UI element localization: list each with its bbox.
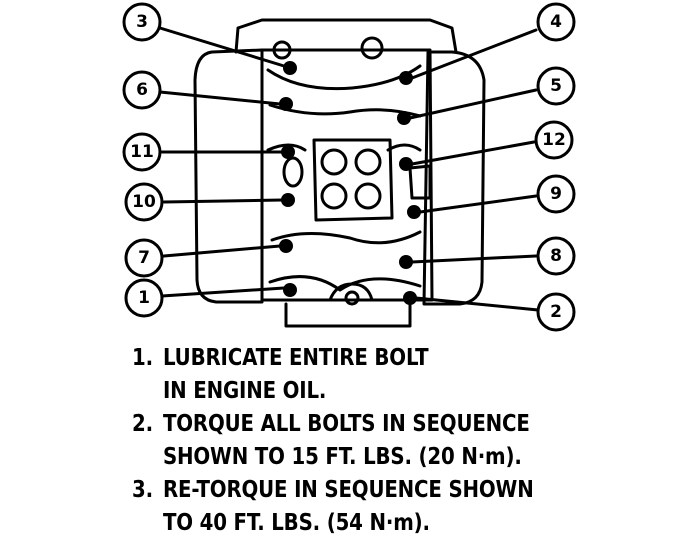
engine-block xyxy=(234,18,458,328)
left-port xyxy=(282,156,304,188)
leader-8 xyxy=(410,254,538,264)
leader-12 xyxy=(410,140,536,166)
leader-4 xyxy=(410,28,538,80)
step-text-line: TORQUE ALL BOLTS IN SEQUENCE xyxy=(162,411,530,437)
bolt-4 xyxy=(399,71,413,85)
carb-bore-4 xyxy=(354,182,382,210)
callout-label-10: 10 xyxy=(132,192,156,212)
bolt-12 xyxy=(399,157,413,171)
instruction-step-3: 3. RE-TORQUE IN SEQUENCE SHOWN TO 40 FT. … xyxy=(132,474,579,540)
callout-circle-5 xyxy=(536,66,576,106)
bolt-5 xyxy=(397,111,411,125)
callout-circle-1 xyxy=(124,278,164,318)
bolt-3 xyxy=(283,61,297,75)
bolt-1 xyxy=(283,283,297,297)
front-boss xyxy=(272,40,292,60)
callout-label-9: 9 xyxy=(550,184,562,204)
bolt-9 xyxy=(407,205,421,219)
carb-bore-3 xyxy=(320,182,348,210)
step-number: 2. xyxy=(132,411,153,437)
bolt-10 xyxy=(281,193,295,207)
right-bracket xyxy=(408,164,432,200)
front-boss-2 xyxy=(360,36,384,60)
callout-label-12: 12 xyxy=(542,130,566,150)
callout-label-6: 6 xyxy=(136,80,148,100)
thermostat-housing xyxy=(328,282,374,302)
instruction-step-2: 2. TORQUE ALL BOLTS IN SEQUENCE SHOWN TO … xyxy=(132,408,579,474)
bolt-6 xyxy=(279,97,293,111)
carburetor-pad xyxy=(312,138,394,222)
step-number: 3. xyxy=(132,477,153,503)
step-text-line: IN ENGINE OIL. xyxy=(162,378,327,404)
carb-bore-1 xyxy=(320,148,348,176)
callout-label-8: 8 xyxy=(550,246,562,266)
leader-5 xyxy=(408,88,538,120)
step-text-line: SHOWN TO 15 FT. LBS. (20 N·m). xyxy=(162,444,522,470)
callout-circle-9 xyxy=(536,174,576,214)
intake-manifold-diagram: 3 4 6 5 11 12 10 9 7 8 1 2 xyxy=(122,2,576,332)
leader-9 xyxy=(418,194,538,214)
callout-circle-12 xyxy=(534,120,574,160)
step-text-line: LUBRICATE ENTIRE BOLT xyxy=(162,345,429,371)
leader-2 xyxy=(414,296,540,312)
left-cylinder-head xyxy=(193,48,264,304)
bolt-8 xyxy=(399,255,413,269)
instructions-list: 1. LUBRICATE ENTIRE BOLT IN ENGINE OIL. 2… xyxy=(132,342,579,540)
callout-label-2: 2 xyxy=(550,302,562,322)
leader-7 xyxy=(162,244,282,258)
callout-label-7: 7 xyxy=(138,248,150,268)
step-text-line: RE-TORQUE IN SEQUENCE SHOWN xyxy=(162,477,534,503)
callout-circle-8 xyxy=(536,236,576,276)
carb-bore-2 xyxy=(354,148,382,176)
bolt-7 xyxy=(279,239,293,253)
manifold-runners xyxy=(266,64,422,292)
step-number: 1. xyxy=(132,345,153,371)
callout-circle-3 xyxy=(122,2,162,42)
callout-label-5: 5 xyxy=(550,76,562,96)
bolt-2 xyxy=(403,291,417,305)
bolts xyxy=(279,61,421,305)
bolt-11 xyxy=(281,145,295,159)
callout-label-11: 11 xyxy=(130,142,154,162)
leader-3 xyxy=(158,26,286,68)
callout-label-4: 4 xyxy=(550,12,562,32)
instruction-step-1: 1. LUBRICATE ENTIRE BOLT IN ENGINE OIL. xyxy=(132,342,579,408)
callout-circle-4 xyxy=(536,2,576,42)
callout-circle-10 xyxy=(124,182,164,222)
callout-circle-6 xyxy=(122,70,162,110)
callout-label-3: 3 xyxy=(136,12,148,32)
callout-circle-7 xyxy=(124,238,164,278)
callout-circle-11 xyxy=(122,132,162,172)
callout-label-1: 1 xyxy=(138,288,150,308)
leader-1 xyxy=(160,286,286,298)
callout-circle-2 xyxy=(536,292,576,332)
leader-6 xyxy=(158,90,282,106)
thermostat-port xyxy=(344,290,360,306)
step-text-line: TO 40 FT. LBS. (54 N·m). xyxy=(162,510,430,536)
leader-10 xyxy=(162,198,284,204)
